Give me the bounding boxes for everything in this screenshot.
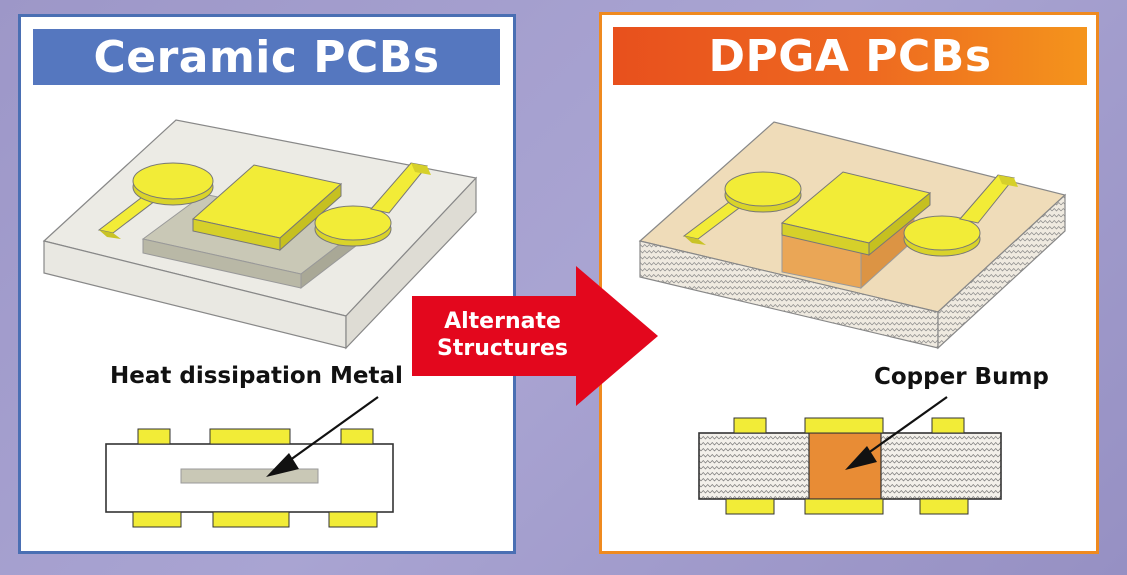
ceramic-board-3d: [42, 119, 478, 350]
ceramic-pcb-illustration: [42, 119, 478, 528]
ceramic-pcb-panel: Ceramic PCBs: [18, 14, 516, 554]
dpga-cross-section: [698, 417, 1002, 515]
dpga-pcb-title: DPGA PCBs: [613, 27, 1087, 85]
arrow-label-line1: Alternate: [444, 309, 561, 334]
dpga-pcb-illustration: [638, 121, 1067, 515]
dpga-board-3d: [638, 121, 1067, 350]
dpga-callout-arrow: [845, 396, 948, 470]
heat-dissipation-metal-label: Heat dissipation Metal: [110, 363, 403, 389]
alternate-structures-arrow: [412, 266, 658, 406]
dpga-pcb-panel: DPGA PCBs: [599, 12, 1099, 554]
ceramic-pcb-title: Ceramic PCBs: [33, 29, 500, 85]
arrow-label-line2: Structures: [437, 336, 568, 361]
ceramic-cross-section: [105, 428, 394, 528]
ceramic-callout-arrow: [266, 396, 379, 477]
copper-bump-label: Copper Bump: [874, 364, 1049, 390]
arrow-label: Alternate Structures: [420, 308, 585, 362]
